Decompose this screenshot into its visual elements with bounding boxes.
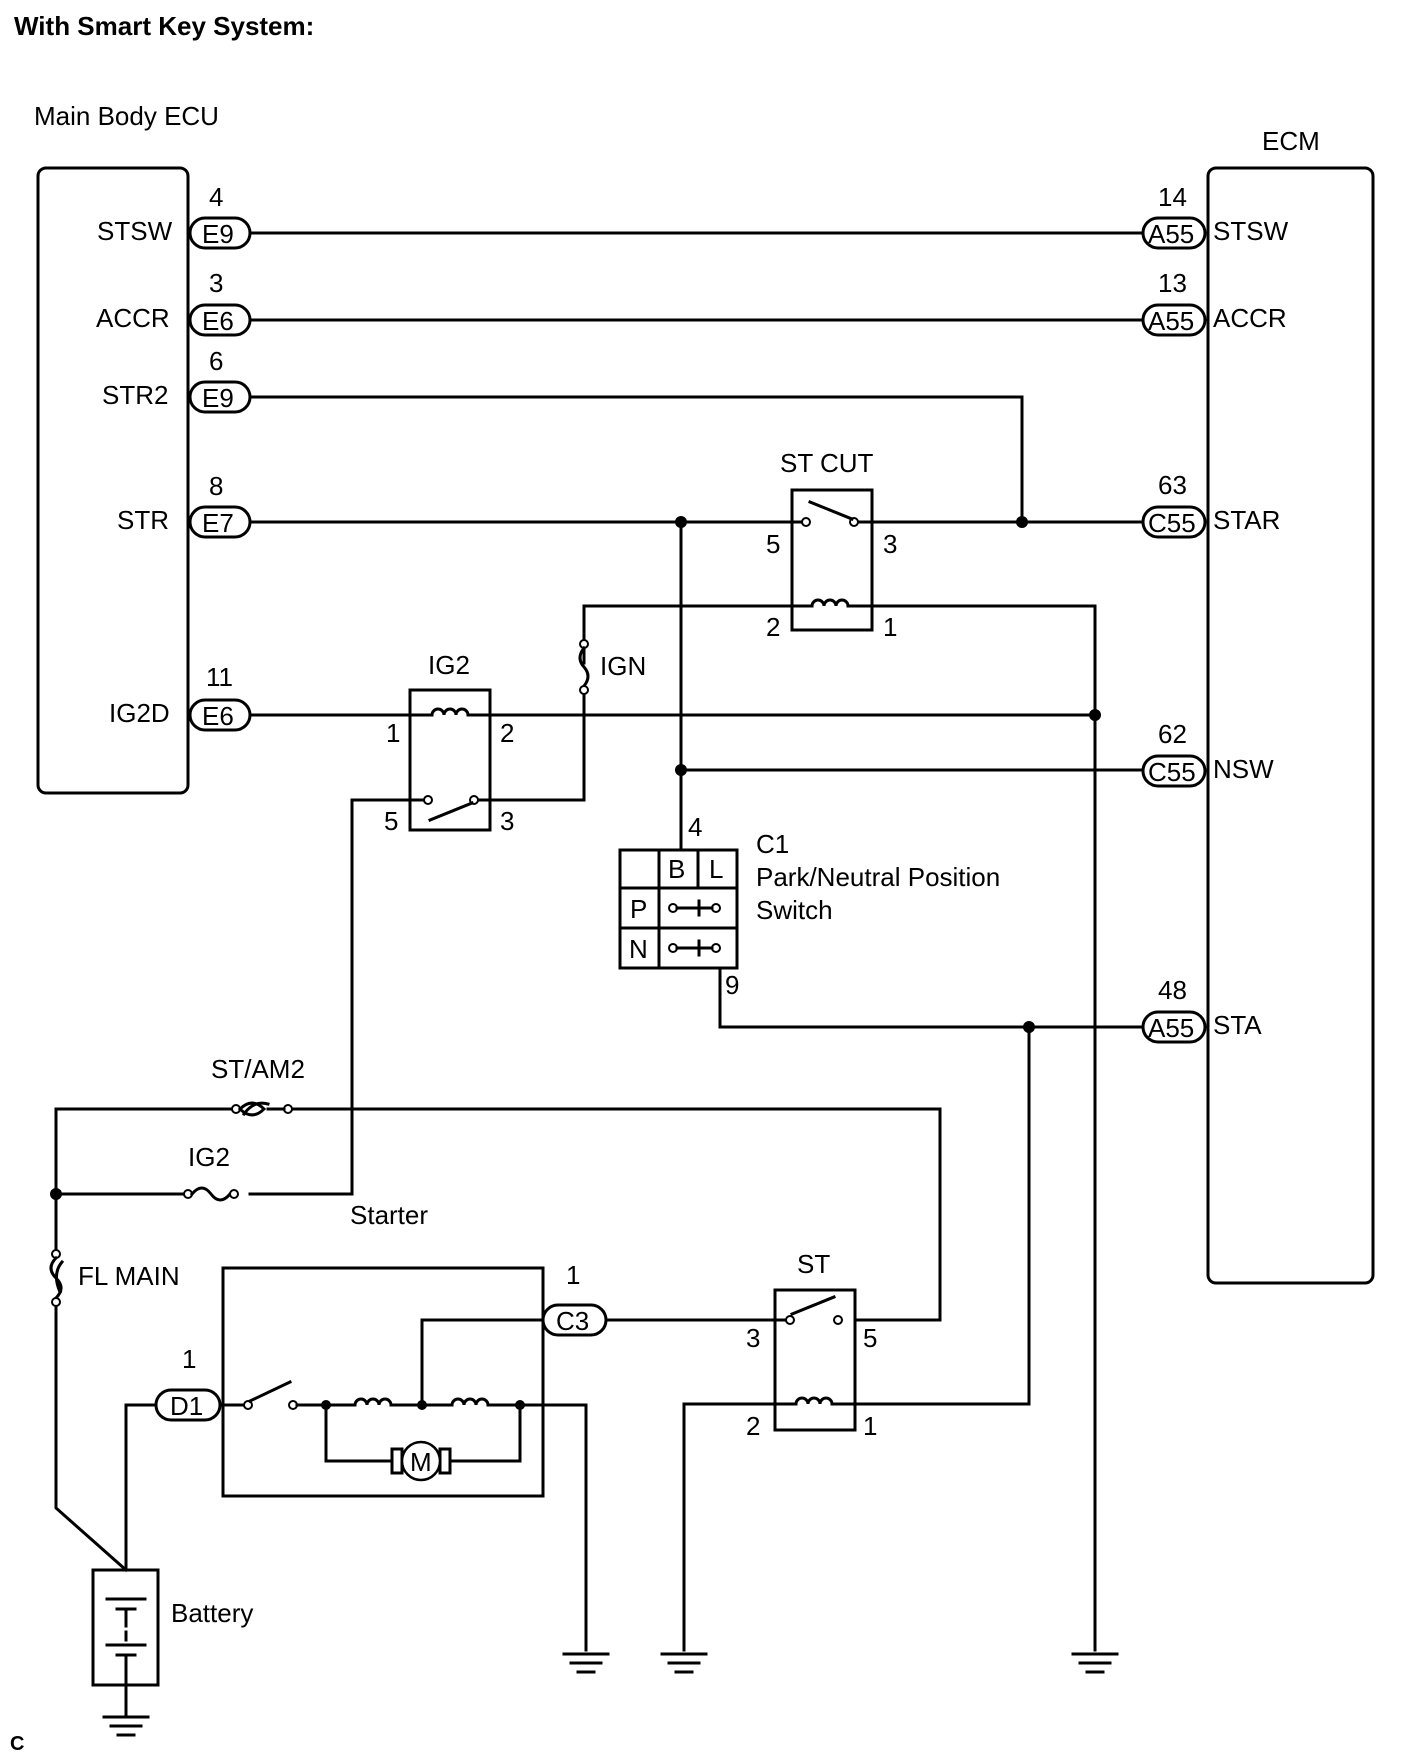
ecm-connector-star-label: C55 — [1148, 508, 1196, 538]
ecu-pin-accr: 3 — [209, 268, 223, 298]
battery-cells — [105, 1597, 147, 1687]
ecu-signal-str2: STR2 — [102, 380, 168, 410]
ig2-relay — [408, 688, 492, 832]
ig2-relay-coil — [418, 707, 490, 717]
st-am2-fuse-label: ST/AM2 — [211, 1054, 305, 1084]
ecu-connector-str2-label: E9 — [202, 383, 234, 413]
ecu-signal-ig2d: IG2D — [109, 698, 170, 728]
ig2-relay-label: IG2 — [428, 650, 470, 680]
pnp-pin-4: 4 — [688, 812, 702, 842]
fl-main-fuse — [49, 1249, 65, 1307]
st-relay-pin-3: 3 — [746, 1323, 760, 1353]
junction-dots — [50, 516, 1101, 1200]
main-body-ecu-label: Main Body ECU — [34, 101, 219, 131]
st-cut-switch — [801, 500, 859, 527]
st-relay-pin-1: 1 — [863, 1411, 877, 1441]
st-cut-pin-5: 5 — [766, 529, 780, 559]
st-cut-pin-3: 3 — [883, 529, 897, 559]
ig2-relay-pin-3: 3 — [500, 806, 514, 836]
pnp-col-l: L — [709, 854, 723, 884]
pnp-connector-label: C1 — [756, 829, 789, 859]
wires — [54, 231, 1145, 1652]
st-relay-pin-5: 5 — [863, 1323, 877, 1353]
pnp-name-line1: Park/Neutral Position — [756, 862, 1000, 892]
ign-fuse-label: IGN — [600, 651, 646, 681]
ecm-signal-star: STAR — [1213, 505, 1280, 535]
ecu-signal-str: STR — [117, 505, 169, 535]
pnp-name-line2: Switch — [756, 895, 833, 925]
ig2-relay-switch — [423, 795, 479, 822]
ecm-connector-accr-label: A55 — [1148, 306, 1194, 336]
ground-symbol — [562, 1652, 610, 1674]
st-cut-pin-2: 2 — [766, 612, 780, 642]
ign-fuse — [578, 639, 590, 695]
ecm-pin-stsw: 14 — [1158, 182, 1187, 212]
ground-symbol — [1071, 1652, 1119, 1674]
st-relay — [773, 1288, 857, 1432]
ecu-signal-accr: ACCR — [96, 303, 170, 333]
starter-motor-label: M — [410, 1447, 432, 1477]
st-am2-fuse — [231, 1101, 293, 1117]
main-body-ecu-box — [36, 166, 190, 795]
ecu-connector-stsw-label: E9 — [202, 219, 234, 249]
ecm-signal-nsw: NSW — [1213, 754, 1274, 784]
st-relay-switch — [785, 1295, 843, 1325]
ecm-connector-nsw-label: C55 — [1148, 757, 1196, 787]
starter-d1-pin: 1 — [182, 1344, 196, 1374]
diagram-title: With Smart Key System: — [14, 11, 314, 41]
ground-symbol — [102, 1683, 150, 1737]
st-relay-pin-2: 2 — [746, 1411, 760, 1441]
ecm-signal-stsw: STSW — [1213, 216, 1289, 246]
st-relay-label: ST — [797, 1249, 830, 1279]
pnp-col-b: B — [668, 854, 685, 884]
st-cut-label: ST CUT — [780, 448, 874, 478]
ground-symbol — [660, 1652, 708, 1674]
ecm-pin-star: 63 — [1158, 470, 1187, 500]
ecm-connector-sta-label: A55 — [1148, 1013, 1194, 1043]
ecm-box — [1206, 166, 1375, 1285]
starter-d1-label: D1 — [170, 1391, 203, 1421]
ecm-pin-nsw: 62 — [1158, 719, 1187, 749]
ecm-signal-sta: STA — [1213, 1010, 1262, 1040]
ecm-label: ECM — [1262, 126, 1320, 156]
starter-c3-pin: 1 — [566, 1260, 580, 1290]
ecm-connector-stsw-label: A55 — [1148, 219, 1194, 249]
fl-main-fuse-label: FL MAIN — [78, 1261, 180, 1291]
pnp-pin-9: 9 — [725, 970, 739, 1000]
starter-box — [221, 1266, 545, 1498]
st-cut-coil — [791, 598, 858, 608]
ig2-relay-pin-5: 5 — [384, 806, 398, 836]
ecm-pin-sta: 48 — [1158, 975, 1187, 1005]
ecm-signal-accr: ACCR — [1213, 303, 1287, 333]
ecm-pin-accr: 13 — [1158, 268, 1187, 298]
starter-c3-label: C3 — [556, 1306, 589, 1336]
ig2-fuse — [183, 1186, 239, 1202]
ecu-pin-str2: 6 — [209, 346, 223, 376]
ecu-pin-ig2d: 11 — [206, 662, 233, 692]
ig2-relay-pin-2: 2 — [500, 718, 514, 748]
ecu-signal-stsw: STSW — [97, 216, 173, 246]
starter-internals — [218, 1318, 545, 1482]
st-relay-coil — [774, 1396, 857, 1406]
ecu-pin-str: 8 — [209, 471, 223, 501]
ecu-pin-stsw: 4 — [209, 182, 223, 212]
st-cut-relay — [790, 488, 874, 632]
pnp-row-n: N — [629, 934, 648, 964]
st-cut-pin-1: 1 — [883, 612, 897, 642]
pnp-row-p: P — [630, 894, 647, 924]
pnp-switch-table — [618, 848, 739, 970]
ecu-connector-str-label: E7 — [202, 508, 234, 538]
ecu-connector-accr-label: E6 — [202, 306, 234, 336]
battery-label: Battery — [171, 1598, 253, 1628]
starter-label: Starter — [350, 1200, 428, 1230]
ecu-connector-ig2d-label: E6 — [202, 701, 234, 731]
footer-code: C — [10, 1733, 24, 1755]
ig2-fuse-label: IG2 — [188, 1142, 230, 1172]
ig2-relay-pin-1: 1 — [386, 718, 400, 748]
